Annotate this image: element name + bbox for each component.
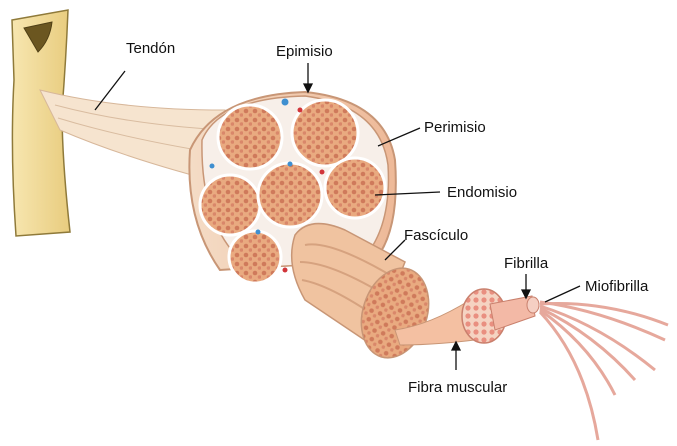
label-epimisio: Epimisio (276, 43, 333, 60)
label-tendon: Tendón (126, 40, 175, 57)
label-miofibrilla: Miofibrilla (585, 278, 649, 295)
fascicle (258, 163, 322, 227)
fascicle (229, 231, 281, 283)
label-endomisio: Endomisio (447, 184, 517, 201)
label-perimisio: Perimisio (424, 119, 486, 136)
label-fibra-muscular: Fibra muscular (408, 379, 507, 396)
blood-vessel (210, 164, 215, 169)
blood-vessel (282, 99, 289, 106)
blood-vessel (256, 230, 261, 235)
label-fasciculo: Fascículo (404, 227, 468, 244)
fascicle (325, 158, 385, 218)
label-fibrilla: Fibrilla (504, 255, 549, 272)
blood-vessel (320, 170, 325, 175)
fascicle (218, 105, 282, 169)
blood-vessel (283, 268, 288, 273)
fascicle (200, 175, 260, 235)
myofibrils (540, 302, 668, 440)
blood-vessel (288, 162, 293, 167)
blood-vessel (298, 108, 303, 113)
